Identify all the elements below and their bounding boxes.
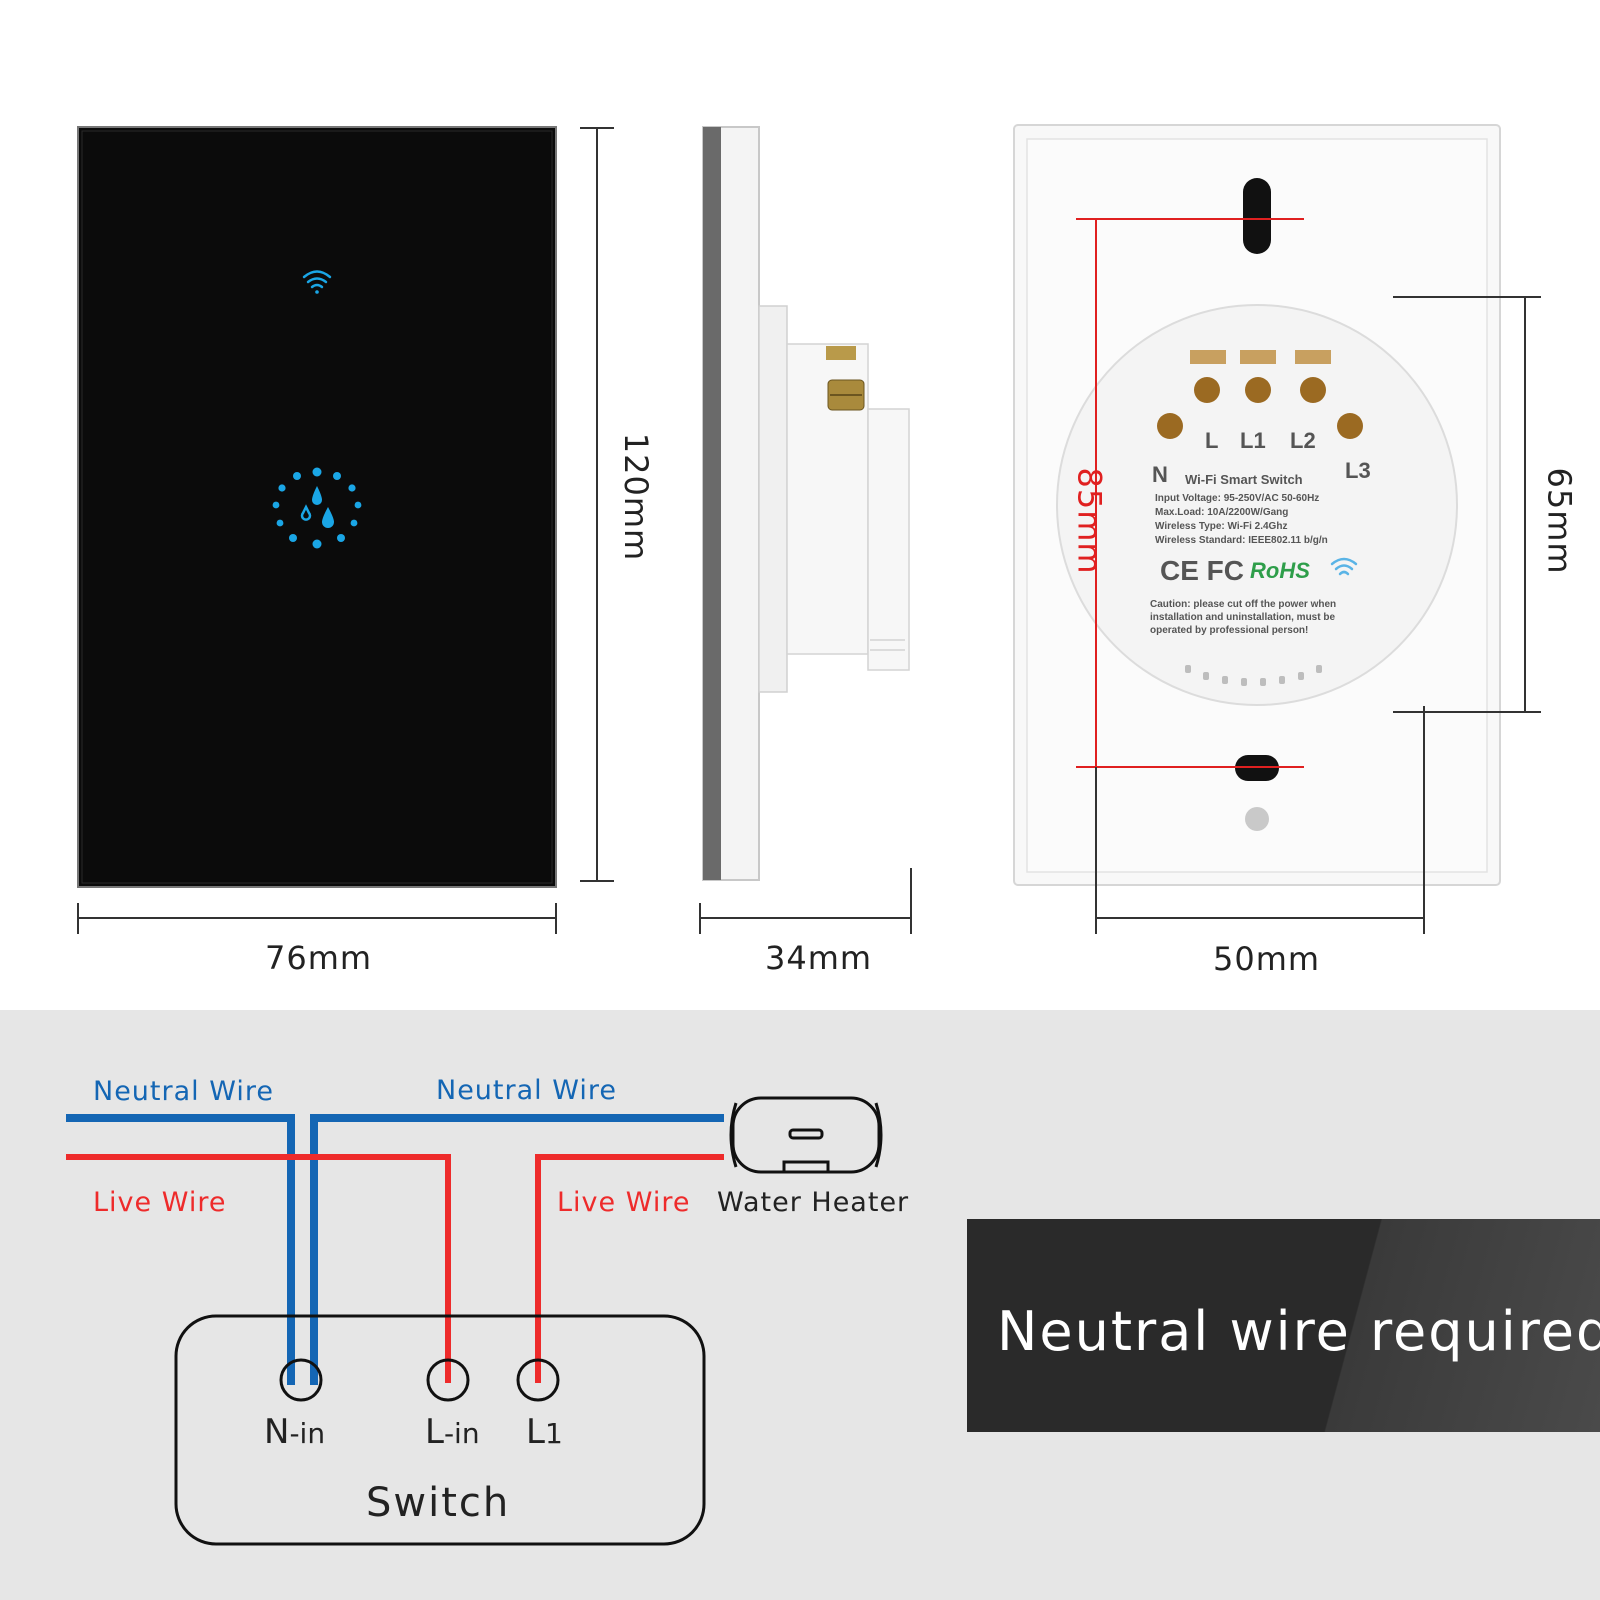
front-dimension-lines: [77, 127, 614, 934]
neutral-required-text: Neutral wire required: [997, 1300, 1600, 1363]
svg-text:L: L: [1205, 428, 1218, 453]
neutral-wire-label-right: Neutral Wire: [436, 1075, 617, 1106]
svg-text:installation and uninstallatio: installation and uninstallation, must be: [1150, 612, 1335, 623]
wifi-icon: [302, 270, 332, 294]
back-label: L L1 L2 N L3 Wi-Fi Smart Switch Input Vo…: [1150, 428, 1371, 636]
back-width-label: 50mm: [1213, 940, 1321, 978]
water-drops-icon[interactable]: [272, 467, 362, 549]
neutral-wire-label-left: Neutral Wire: [93, 1076, 274, 1107]
svg-text:RoHS: RoHS: [1250, 558, 1310, 583]
side-depth-label: 34mm: [765, 939, 873, 977]
svg-text:operated by professional perso: operated by professional person!: [1150, 625, 1308, 636]
svg-text:Caution: please cut off the po: Caution: please cut off the power when: [1150, 599, 1336, 610]
side-dimension-lines: [699, 868, 912, 934]
terminal-l1: L1: [526, 1412, 563, 1452]
svg-text:Input Voltage: 95-250V/AC 50-6: Input Voltage: 95-250V/AC 50-60Hz: [1155, 493, 1319, 504]
module-height-label: 65mm: [1540, 467, 1579, 575]
water-heater-label: Water Heater: [717, 1187, 910, 1218]
svg-text:L1: L1: [1240, 428, 1266, 453]
svg-text:Max.Load: 10A/2200W/Gang: Max.Load: 10A/2200W/Gang: [1155, 507, 1288, 518]
back-dimension-lines: [1076, 218, 1541, 934]
side-view: [702, 126, 910, 881]
label-wifi-icon: [1330, 557, 1358, 576]
terminal-n-in: N-in: [264, 1412, 326, 1452]
svg-text:Wireless Type: Wi-Fi 2.4Ghz: Wireless Type: Wi-Fi 2.4Ghz: [1155, 521, 1287, 532]
neutral-wire: [66, 1114, 724, 1385]
live-wire: [66, 1154, 724, 1383]
water-heater-icon: [729, 1096, 883, 1174]
back-height-label: 85mm: [1070, 467, 1109, 575]
front-panel: [77, 126, 557, 888]
svg-text:L2: L2: [1290, 428, 1316, 453]
product-views: L L1 L2 N L3 Wi-Fi Smart Switch Input Vo…: [77, 124, 1541, 934]
live-wire-label-right: Live Wire: [557, 1187, 691, 1218]
back-view: L L1 L2 N L3 Wi-Fi Smart Switch Input Vo…: [1013, 124, 1501, 886]
svg-text:Wireless Standard: IEEE802.11: Wireless Standard: IEEE802.11 b/g/n: [1155, 535, 1328, 546]
front-height-label: 120mm: [617, 432, 656, 562]
terminal-l-in: L-in: [425, 1412, 480, 1452]
switch-label: Switch: [366, 1480, 511, 1526]
switch-box: [174, 1314, 706, 1546]
front-width-label: 76mm: [265, 939, 373, 977]
svg-text:Wi-Fi Smart Switch: Wi-Fi Smart Switch: [1185, 472, 1303, 487]
wiring-diagram: [66, 1096, 883, 1546]
terminal-screws: [1157, 377, 1363, 439]
live-wire-label-left: Live Wire: [93, 1187, 227, 1218]
neutral-required-banner: [967, 1219, 1600, 1432]
svg-text:N: N: [1152, 462, 1168, 487]
svg-text:L3: L3: [1345, 458, 1371, 483]
svg-text:CE FC: CE FC: [1160, 555, 1244, 586]
